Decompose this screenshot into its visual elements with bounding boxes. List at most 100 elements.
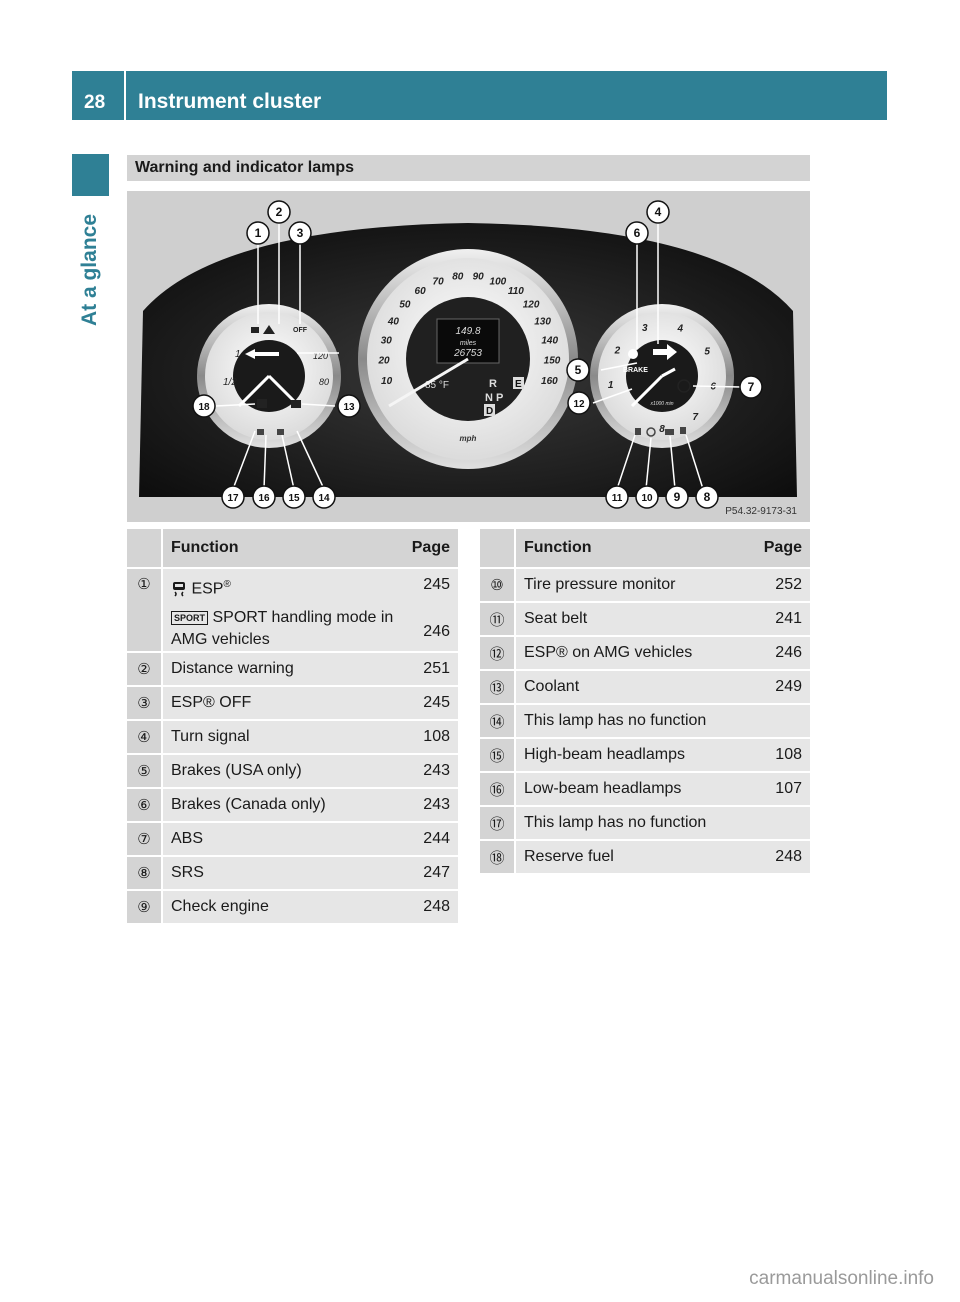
speed-tick-label: 120 [523,300,540,311]
row-function: ESP® on AMG vehicles [515,636,756,671]
odometer-unit: miles [460,340,477,347]
row-page: 251 [403,652,458,687]
row-page: 249 [755,670,810,705]
table-row: ③ ESP® OFF 245 [127,686,458,721]
row-page: 248 [755,840,810,875]
table-row: ⑧ SRS 247 [127,856,458,891]
speed-needle [388,357,469,408]
rpm-tick-label: 1 [608,380,614,391]
callout-marker: 8 [695,485,719,509]
callout-number: 13 [343,402,355,413]
part-number: P54.32-9173-31 [725,506,797,517]
row-function: This lamp has no function [515,806,756,841]
row-function: ESP® SPORT SPORT handling mode in AMG ve… [162,568,404,653]
mode-e: E [515,379,522,390]
skid-car-icon [173,582,185,597]
table-header-row: Function Page [480,529,810,569]
temp-tick: 80 [319,377,329,387]
row-function: Seat belt [515,602,756,637]
watermark: carmanualsonline.info [749,1268,934,1289]
page-column-header: Page [403,529,458,569]
callout-marker: 16 [252,485,276,509]
speed-tick-label: 60 [415,286,427,297]
instrument-cluster-figure: 1 1/2 120 80 OFF 149.8 miles 26753 85 °F… [127,191,810,522]
table-row: ⑮ High-beam headlamps 108 [480,738,810,773]
callout-number: 2 [276,205,283,219]
temp-tick: 120 [313,351,328,361]
speed-tick-label: 50 [399,300,411,311]
callout-number: 11 [612,493,623,504]
row-number: ⑮ [480,738,516,773]
brake-icon [628,349,638,359]
table-header-row: Function Page [127,529,458,569]
function-column-header: Function [515,529,756,569]
callout-number: 3 [297,226,304,240]
lamps-table-right: Function Page ⑩ Tire pressure monitor 25… [480,529,810,875]
left-gauge: 1 1/2 120 80 OFF [197,304,341,448]
callout-marker: 13 [337,394,361,418]
row-function: ABS [162,822,404,857]
row-number: ③ [127,686,163,721]
turn-signal-icon [653,344,677,360]
callout-number: 8 [704,490,711,504]
side-tab: At a glance [72,200,109,340]
coolant-icon [291,400,301,408]
page-column-header: Page [755,529,810,569]
row-number: ⑬ [480,670,516,705]
speed-tick-label: 80 [452,272,464,283]
rpm-tick-label: 5 [704,346,710,357]
row-page: 244 [403,822,458,857]
callout-marker: 7 [739,375,763,399]
table-row: ⑨ Check engine 248 [127,890,458,925]
row-page: 243 [403,788,458,823]
callout-marker: 10 [635,485,659,509]
rpm-tick-label: 2 [614,345,621,356]
speed-tick-label: 30 [381,336,393,347]
table-row: ⑬ Coolant 249 [480,670,810,705]
skid-car-icon [251,327,259,333]
row-number: ⑭ [480,704,516,739]
callout-number: 12 [573,399,585,410]
row-number: ④ [127,720,163,755]
callout-marker: 11 [605,485,629,509]
table-row: ⑩ Tire pressure monitor 252 [480,568,810,603]
callout-number: 10 [641,493,653,504]
speed-unit: mph [460,434,477,443]
table-row: ⑰ This lamp has no function [480,806,810,841]
callout-number: 1 [255,226,262,240]
row-number: ⑦ [127,822,163,857]
row-function: Turn signal [162,720,404,755]
row-function: This lamp has no function [515,704,756,739]
row-number: ⑪ [480,602,516,637]
row-page: 248 [403,890,458,925]
speed-tick-label: 70 [433,277,445,288]
callout-number: 17 [227,493,239,504]
row-page-esp: 245 [423,576,450,593]
callout-number: 5 [575,363,582,377]
rpm-tick-label: 3 [642,323,648,334]
tire-pressure-icon [646,427,656,437]
row-function: SRS [162,856,404,891]
callout-marker: 15 [282,485,306,509]
gear-d: D [486,406,493,417]
table-row: ⑦ ABS 244 [127,822,458,857]
callout-number: 16 [258,493,270,504]
rpm-tick-label: 7 [693,412,699,423]
callout-number: 4 [655,205,662,219]
fuel-tick: 1 [235,349,241,360]
low-beam-icon [257,429,264,435]
rpm-tick-label: 4 [677,323,684,334]
row-function: High-beam headlamps [515,738,756,773]
callout-marker: 5 [566,358,590,382]
row-page: 245 [403,686,458,721]
row-number: ⑧ [127,856,163,891]
speed-tick-label: 100 [490,277,507,288]
header-divider [124,71,126,120]
check-engine-icon [665,429,674,435]
row-page [755,704,810,739]
row-function: Brakes (USA only) [162,754,404,789]
callout-number: 7 [748,380,755,394]
row-function: Distance warning [162,652,404,687]
callout-number: 15 [288,493,300,504]
